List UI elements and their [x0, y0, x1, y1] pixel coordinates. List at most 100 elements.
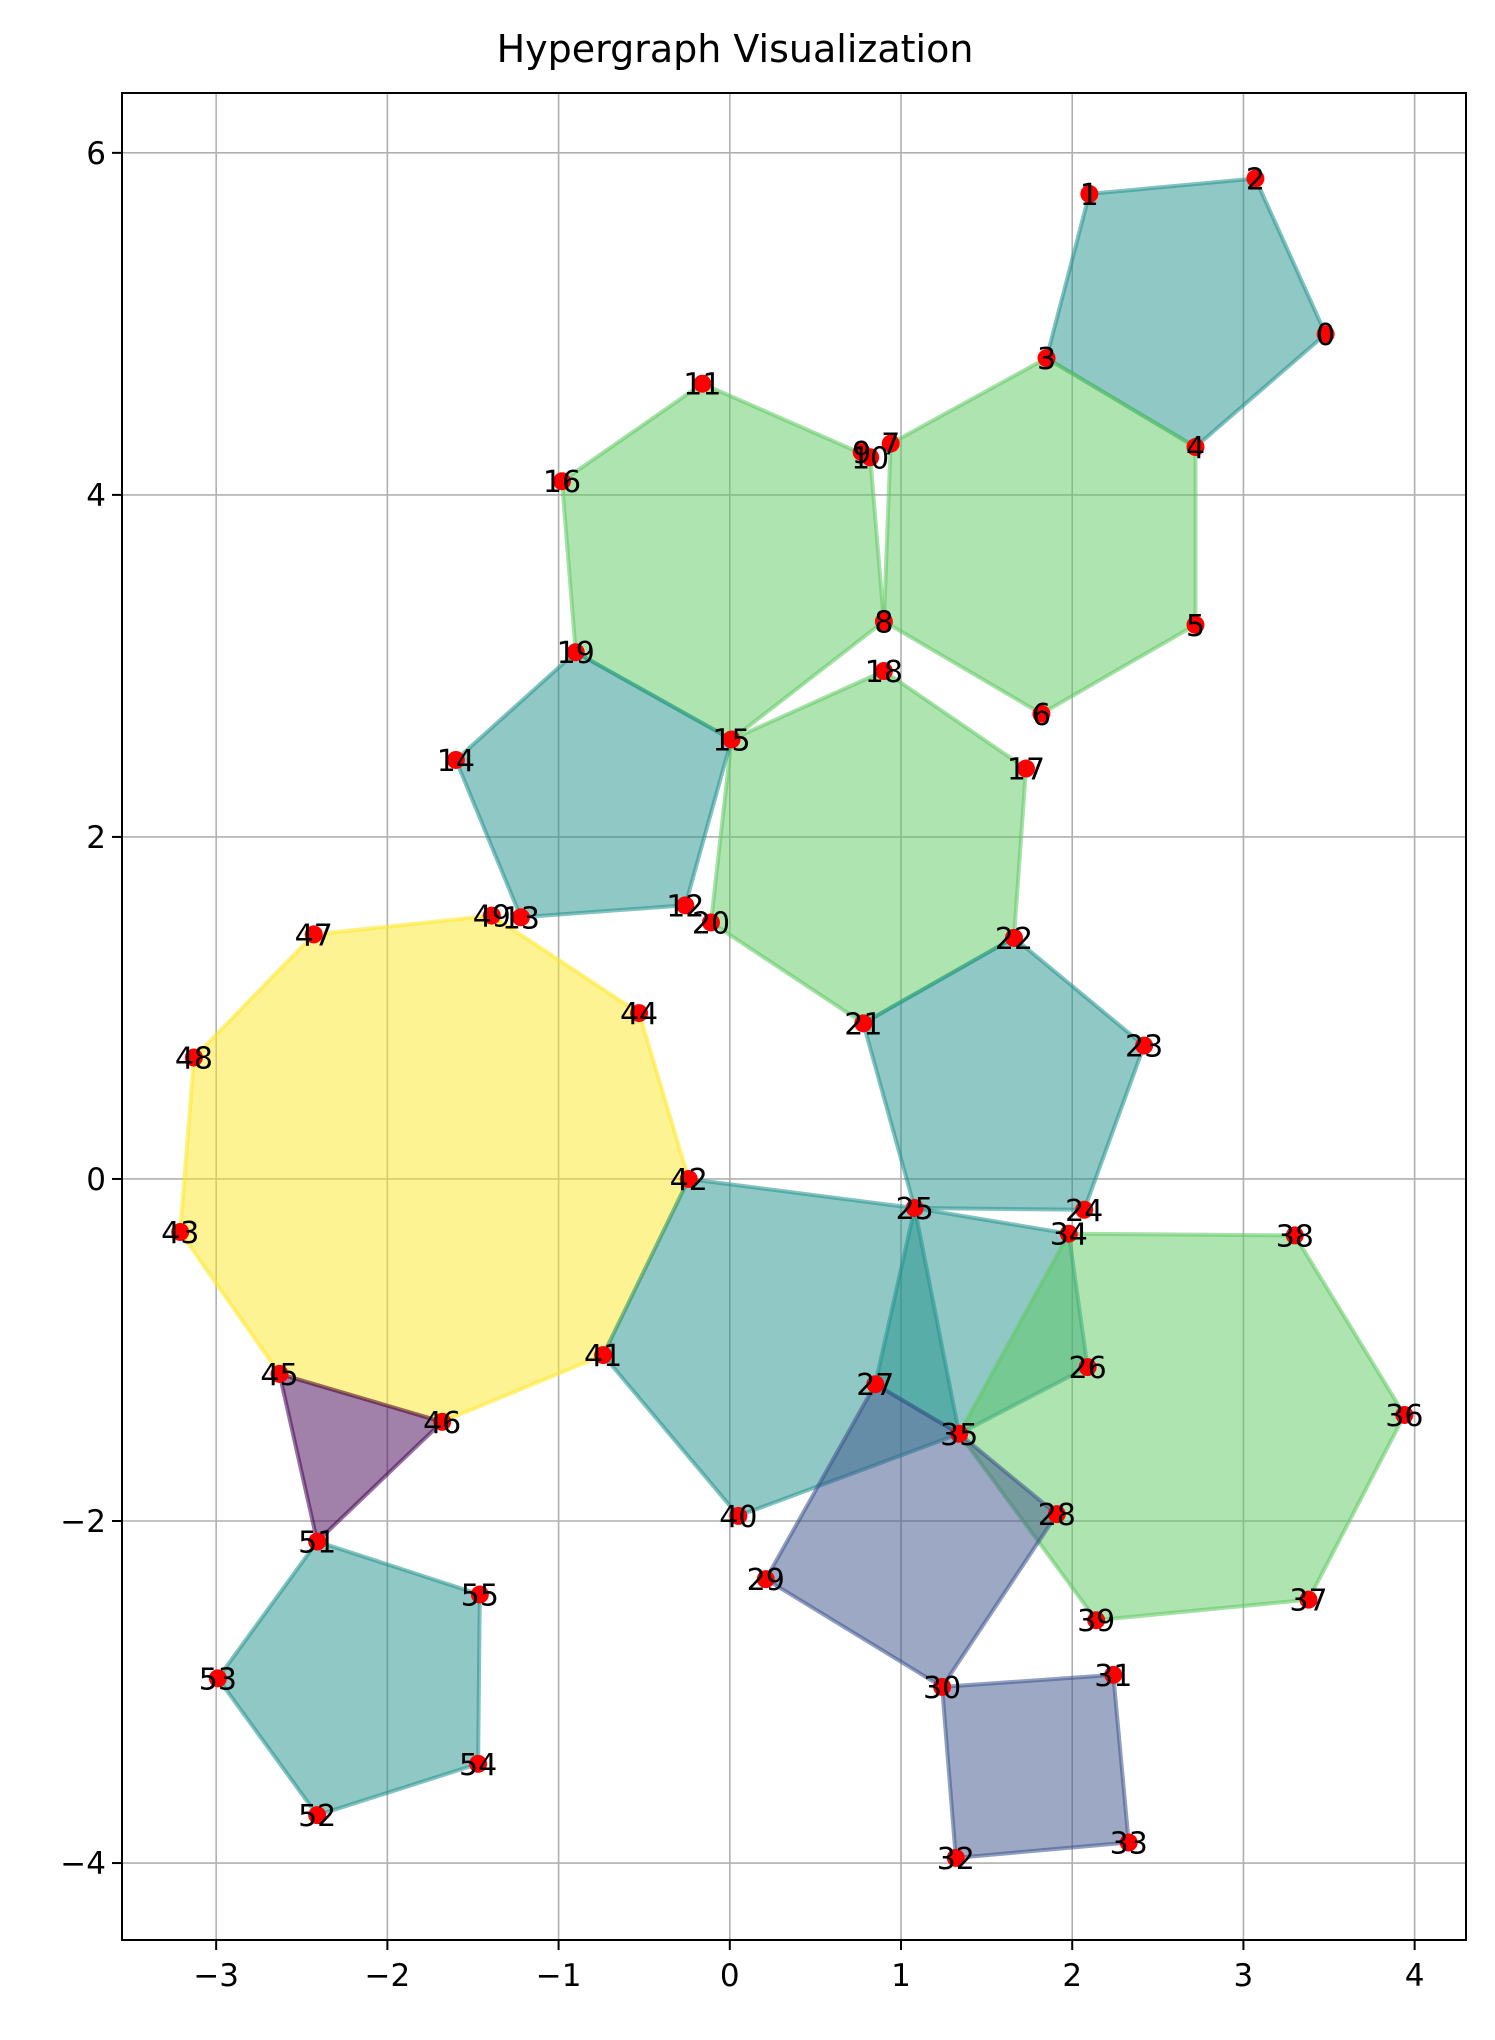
node-label: 0: [1316, 318, 1335, 353]
node-label: 17: [1007, 753, 1045, 788]
node-point: [933, 1677, 952, 1696]
node-point: [1186, 438, 1205, 457]
node-label: 14: [437, 744, 475, 779]
node-point: [566, 643, 585, 662]
node-label: 35: [940, 1418, 978, 1453]
node-label: 22: [995, 922, 1033, 957]
node-label: 7: [881, 428, 900, 463]
node-label: 31: [1094, 1659, 1132, 1694]
node-label: 51: [298, 1526, 336, 1561]
node-label: 18: [865, 655, 903, 690]
node-label: 54: [459, 1748, 497, 1783]
node-point: [1246, 169, 1265, 188]
node-label: 52: [298, 1799, 336, 1834]
node-point: [693, 374, 712, 393]
node-label: 25: [896, 1192, 934, 1227]
node-label: 49: [473, 900, 511, 935]
node-point: [1032, 704, 1051, 723]
node-layer: [171, 169, 1414, 1867]
node-point: [881, 434, 900, 453]
x-tick-label: 4: [1405, 1958, 1425, 1994]
y-tick-label: 2: [86, 820, 106, 856]
node-point: [171, 1222, 190, 1241]
node-label: 8: [874, 605, 893, 640]
node-label: 10: [851, 441, 889, 476]
node-label: 46: [423, 1406, 461, 1441]
node-label: 41: [584, 1339, 622, 1374]
node-label: 53: [199, 1662, 237, 1697]
node-point: [184, 1048, 203, 1067]
node-label: 6: [1032, 698, 1051, 733]
node-label: 24: [1065, 1194, 1103, 1229]
node-point: [630, 1004, 649, 1023]
x-tick-label: −2: [365, 1958, 411, 1994]
node-label: 9: [852, 436, 871, 471]
node-point: [1037, 349, 1056, 368]
node-label: 32: [937, 1842, 975, 1877]
node-label: 37: [1289, 1584, 1327, 1619]
chart-title: Hypergraph Visualization: [497, 27, 974, 71]
node-point: [1119, 1833, 1138, 1852]
y-tick-label: 4: [86, 478, 106, 514]
node-point: [511, 908, 530, 927]
node-point: [1016, 759, 1035, 778]
node-point: [1087, 1611, 1106, 1630]
node-label: 47: [295, 918, 333, 953]
node-point: [866, 1375, 885, 1394]
node-label: 44: [620, 997, 658, 1032]
node-label: 19: [557, 636, 595, 671]
node-point: [874, 662, 893, 681]
node-point: [950, 1424, 969, 1443]
node-point: [905, 1199, 924, 1218]
hyperedge: [277, 1371, 445, 1544]
x-tick-label: −1: [536, 1958, 582, 1994]
node-label: 38: [1276, 1219, 1314, 1254]
node-label: 4: [1186, 431, 1205, 466]
node-point: [304, 925, 323, 944]
node-label: 2: [1246, 163, 1265, 198]
node-label: 55: [461, 1579, 499, 1614]
node-label: 21: [844, 1007, 882, 1042]
node-point: [1059, 1224, 1078, 1243]
hyperedge: [215, 1539, 482, 1818]
hyperedge: [940, 1672, 1131, 1860]
y-tick-label: −4: [60, 1846, 106, 1882]
node-label: 34: [1050, 1218, 1088, 1253]
node-point: [446, 750, 465, 769]
node-point: [1135, 1036, 1154, 1055]
node-point: [874, 612, 893, 631]
node-label: 16: [543, 465, 581, 500]
node-point: [756, 1570, 775, 1589]
node-point: [1080, 184, 1099, 203]
node-point: [470, 1585, 489, 1604]
node-point: [270, 1364, 289, 1383]
node-point: [1316, 325, 1335, 344]
x-tick-label: 3: [1234, 1958, 1254, 1994]
node-point: [553, 472, 572, 491]
node-label: 48: [175, 1042, 213, 1077]
node-point: [1299, 1590, 1318, 1609]
node-point: [308, 1806, 327, 1825]
node-point: [1047, 1505, 1066, 1524]
node-point: [861, 448, 880, 467]
node-point: [701, 913, 720, 932]
hyperedge: [763, 1382, 1059, 1689]
x-tick-label: 1: [891, 1958, 911, 1994]
node-label: 3: [1037, 342, 1056, 377]
node-point: [729, 1506, 748, 1525]
node-point: [1005, 928, 1024, 947]
node-label: 29: [747, 1563, 785, 1598]
node-label: 5: [1186, 609, 1205, 644]
node-point: [1104, 1665, 1123, 1684]
node-point: [433, 1412, 452, 1431]
node-point: [1186, 615, 1205, 634]
node-label: 20: [692, 906, 730, 941]
node-point: [469, 1754, 488, 1773]
node-label: 28: [1038, 1498, 1076, 1533]
node-label: 27: [856, 1368, 894, 1403]
node-label: 36: [1385, 1399, 1423, 1434]
node-label: 40: [719, 1500, 757, 1535]
node-point: [676, 896, 695, 915]
node-label: 1: [1080, 178, 1099, 213]
